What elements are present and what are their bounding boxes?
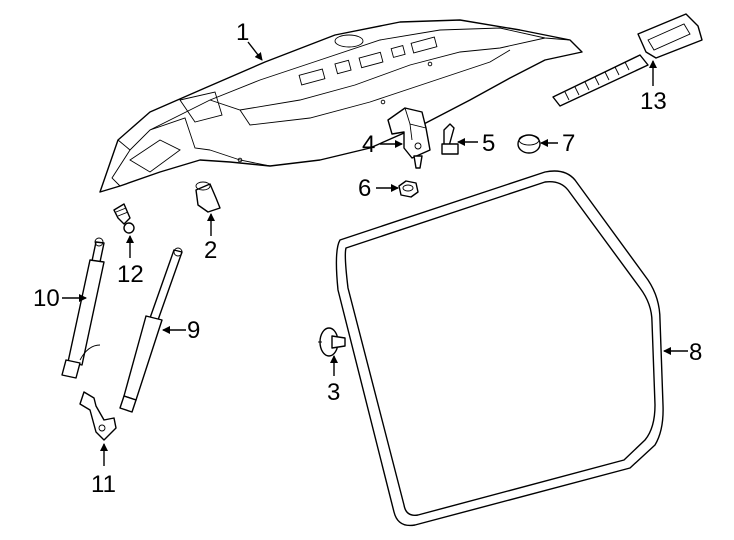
callout-3: 3 (327, 379, 340, 406)
plug (517, 134, 541, 154)
callout-7: 7 (562, 130, 575, 157)
callout-labels: 1 2 3 4 5 6 7 8 9 10 11 12 13 (33, 19, 702, 498)
cable-sleeve (552, 13, 703, 107)
callout-8: 8 (689, 339, 702, 366)
gas-strut-left (61, 237, 105, 379)
leader-1 (247, 41, 263, 61)
callout-1: 1 (236, 19, 249, 46)
gas-strut-right (119, 247, 183, 413)
callout-5: 5 (482, 130, 495, 157)
callout-9: 9 (187, 317, 200, 344)
strut-bracket (79, 391, 117, 441)
bolt (441, 123, 459, 155)
callout-2: 2 (204, 237, 217, 264)
ball-stud (113, 203, 135, 234)
callout-10: 10 (33, 285, 60, 312)
callout-6: 6 (358, 175, 371, 202)
callout-13: 13 (640, 88, 667, 115)
callout-4: 4 (362, 131, 375, 158)
hinge-bracket (387, 107, 431, 169)
callout-11: 11 (91, 471, 116, 498)
leaders (62, 41, 688, 466)
callout-12: 12 (117, 261, 144, 288)
liftgate-panel (99, 19, 583, 193)
bumper (195, 181, 221, 213)
weatherstrip (335, 170, 664, 527)
nut (398, 180, 419, 198)
bumper-lower (318, 327, 346, 357)
